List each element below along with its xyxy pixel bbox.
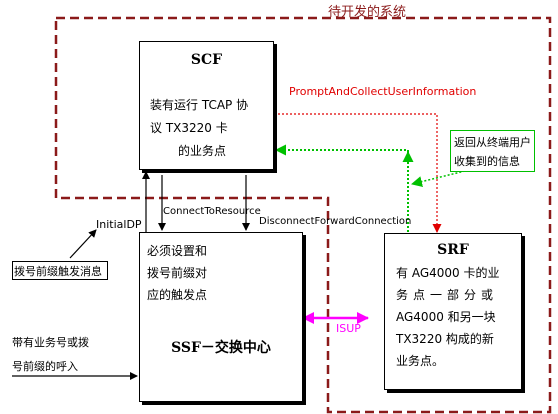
ssf-title: SSF－交换中心 xyxy=(171,340,271,356)
incoming-call-line-1: 带有业务号或拨 xyxy=(12,336,89,349)
srf-line-5: 业务点。 xyxy=(396,354,445,368)
ssf-line-3: 应的触发点 xyxy=(147,288,208,302)
return-info-line-1: 返回从终端用户 xyxy=(454,136,531,149)
trigger-pointer xyxy=(69,229,97,259)
trigger-note-text: 拨号前缀触发消息 xyxy=(14,265,102,278)
ssf-line-2: 拨号前缀对 xyxy=(147,266,208,280)
ssf-box: 必须设置和 拨号前缀对 应的触发点 SSF－交换中心 xyxy=(139,232,303,402)
return-info-note: 返回从终端用户 收集到的信息 xyxy=(450,130,535,172)
isup-label: ISUP xyxy=(336,322,361,335)
scf-box: SCF 装有运行 TCAP 协 议 TX3220 卡 的业务点 xyxy=(139,41,274,170)
return-arrow xyxy=(275,144,409,232)
development-region-border xyxy=(54,16,552,414)
srf-box: SRF 有 AG4000 卡的业 务点一部分或 AG4000 和另一块 TX32… xyxy=(384,233,522,390)
prompt-label: PromptAndCollectUserInformation xyxy=(289,85,477,98)
srf-line-2: 务点一部分或 xyxy=(396,288,499,302)
connect-label: ConnectToResource xyxy=(163,206,261,217)
scf-line-1: 装有运行 TCAP 协 xyxy=(150,98,249,112)
scf-title: SCF xyxy=(190,52,223,68)
prompt-arrow xyxy=(274,113,442,233)
region-label: 待开发的系统 xyxy=(328,5,407,20)
callout-pointer xyxy=(411,169,470,187)
scf-line-2: 议 TX3220 卡 xyxy=(150,121,228,135)
initialdp-label: InitialDP xyxy=(96,218,142,231)
srf-line-1: 有 AG4000 卡的业 xyxy=(396,266,500,280)
trigger-note: 拨号前缀触发消息 xyxy=(12,261,108,280)
disconnect-label: DisconnectForwardConnection xyxy=(259,216,412,227)
srf-title: SRF xyxy=(437,242,469,258)
srf-line-4: TX3220 构成的新 xyxy=(396,332,494,346)
scf-line-3: 的业务点 xyxy=(178,144,227,158)
incoming-call-line-2: 号前缀的呼入 xyxy=(12,360,78,373)
srf-line-3: AG4000 和另一块 xyxy=(396,310,496,324)
return-info-line-2: 收集到的信息 xyxy=(454,155,520,168)
ssf-line-1: 必须设置和 xyxy=(147,244,208,258)
